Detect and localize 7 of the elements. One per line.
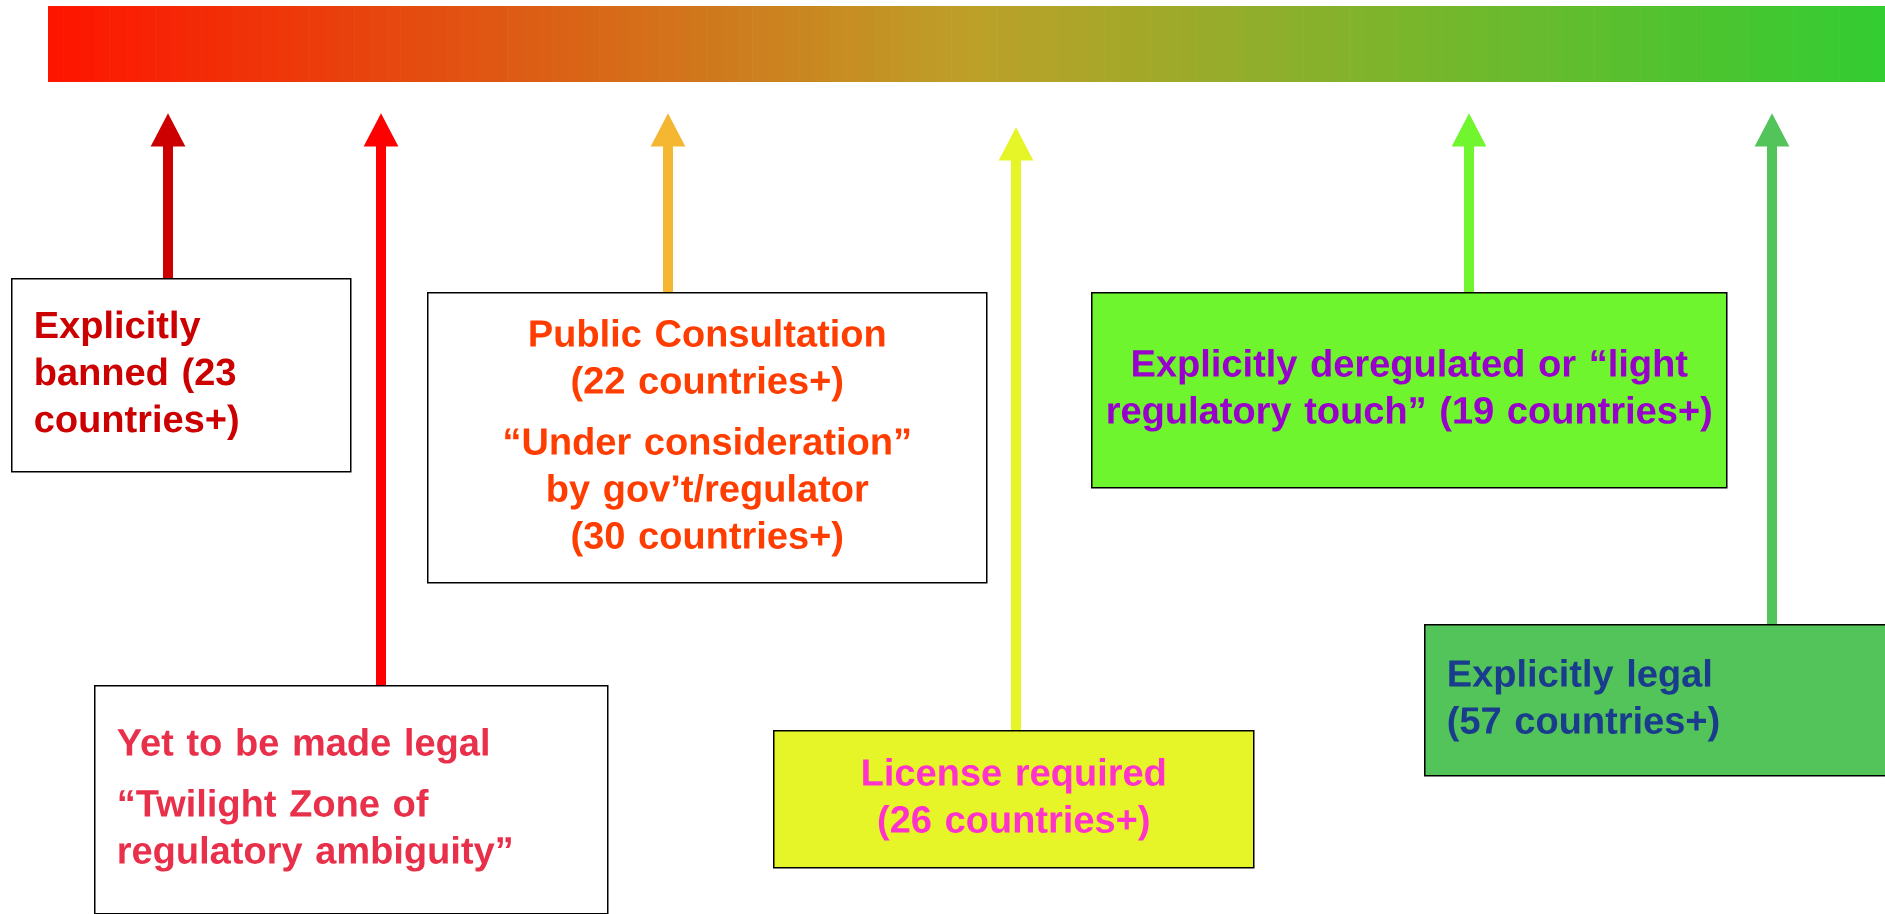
text-box: Explicitly banned (23 countries+) — [11, 278, 352, 473]
text-box: Public Consultation (22 countries+) “Under consideration” by gov’t/regulator (30 countries+) — [427, 292, 988, 584]
gradient-bar — [48, 6, 1885, 82]
text-box: License required (26 countries+) — [773, 730, 1255, 869]
text-box: Yet to be made legal “Twilight Zone of regulatory ambiguity” — [94, 685, 609, 914]
text-box: Explicitly deregulated or “light regulatory touch” (19 countries+) — [1091, 292, 1728, 489]
text-box: Explicitly legal (57 countries+) — [1424, 624, 1885, 777]
